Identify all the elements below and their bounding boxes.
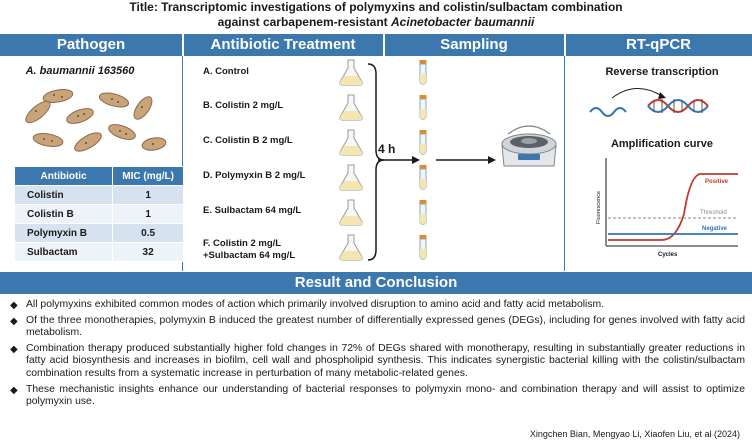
x-axis-label: Cycles — [658, 252, 678, 258]
header-pathogen: Pathogen — [56, 36, 126, 53]
flask-icon — [339, 164, 363, 191]
amplification-curve-chart: Positive Threshold Negative Cycles Fluor… — [596, 158, 738, 258]
positive-curve — [608, 173, 738, 241]
table-cell: Colistin B — [13, 204, 114, 224]
positive-label: Positive — [705, 179, 729, 185]
table-row: Colistin 1 — [13, 185, 184, 205]
bullet-text: Of the three monotherapies, polymyxin B … — [26, 314, 745, 339]
column-divider — [182, 56, 183, 271]
amplification-curve-label: Amplification curve — [610, 138, 714, 150]
header-divider — [383, 34, 385, 56]
bacterium-icon — [133, 96, 153, 120]
incubation-time: 4 h — [378, 142, 396, 156]
pathogen-name: A. baumannii 163560 — [25, 65, 135, 77]
conclusion-list: ◆ All polymyxins exhibited common modes o… — [10, 299, 745, 412]
diamond-bullet-icon: ◆ — [10, 343, 18, 355]
reverse-transcription-illustration — [589, 88, 709, 117]
centrifuge-icon — [501, 125, 557, 167]
table-row: Sulbactam 32 — [13, 242, 184, 262]
treatment-combination: F. Colistin 2 mg/L +Sulbactam 64 mg/L — [203, 238, 295, 262]
process-arrows — [367, 63, 496, 261]
title-line2: against carbapenem-resistant Acinetobact… — [0, 15, 752, 30]
treatment-combination-line2: +Sulbactam 64 mg/L — [203, 250, 296, 261]
diamond-bullet-icon: ◆ — [10, 315, 18, 327]
header-divider — [182, 34, 184, 271]
treatment-polymyxin-b: D. Polymyxin B 2 mg/L — [203, 170, 306, 181]
rna-strand-icon — [589, 107, 627, 117]
list-item: ◆ These mechanistic insights enhance our … — [10, 384, 745, 409]
list-item: ◆ Of the three monotherapies, polymyxin B… — [10, 315, 745, 340]
table-cell: Colistin — [13, 185, 114, 205]
reverse-transcription-label: Reverse transcription — [605, 66, 719, 78]
table-row: Colistin B 1 — [13, 204, 184, 224]
header-sampling: Sampling — [440, 36, 508, 53]
flask-icon — [339, 94, 363, 121]
table-row: Polymyxin B 0.5 — [13, 223, 184, 243]
treatment-colistin-b: C. Colistin B 2 mg/L — [203, 135, 293, 146]
y-axis-label: Fluorescence — [596, 191, 602, 224]
header-rtqpcr: RT-qPCR — [626, 36, 691, 53]
bullet-text: These mechanistic insights enhance our u… — [26, 383, 745, 408]
citation: Xingchen Bian, Mengyao Li, Xiaofen Liu, … — [529, 429, 740, 439]
treatment-combination-line1: F. Colistin 2 mg/L — [203, 238, 282, 249]
bullet-text: All polymyxins exhibited common modes of… — [26, 299, 605, 310]
mic-table: Antibiotic MIC (mg/L) Colistin 1 Colisti… — [13, 166, 184, 262]
bacterium-icon — [108, 124, 136, 140]
title-line1: Title: Transcriptomic investigations of … — [129, 0, 623, 14]
bacterium-icon — [66, 108, 94, 124]
list-item: ◆ Combination therapy produced substantia… — [10, 343, 745, 381]
bacterium-icon — [42, 89, 74, 103]
figure-title: Title: Transcriptomic investigations of … — [0, 0, 752, 30]
list-item: ◆ All polymyxins exhibited common modes o… — [10, 299, 745, 312]
bracket-icon — [367, 63, 385, 261]
bacterium-icon — [98, 92, 130, 108]
title-organism: Acinetobacter baumannii — [391, 15, 535, 29]
flask-icon — [339, 129, 363, 156]
header-divider — [564, 34, 566, 271]
treatment-control: A. Control — [203, 66, 249, 77]
diamond-bullet-icon: ◆ — [10, 300, 18, 311]
table-cell: 0.5 — [112, 223, 184, 243]
bacterium-icon — [25, 100, 51, 124]
header-antibiotic-treatment: Antibiotic Treatment — [210, 36, 356, 53]
bacterium-icon — [32, 133, 64, 147]
threshold-label: Threshold — [700, 210, 727, 216]
flask-icon — [339, 234, 363, 261]
column-divider — [564, 56, 565, 271]
bacteria-illustration — [25, 89, 167, 152]
title-line2-prefix: against carbapenem-resistant — [217, 15, 392, 29]
flask-icon — [339, 199, 363, 226]
flask-icon — [339, 59, 363, 86]
bullet-text: Combination therapy produced substantial… — [26, 342, 745, 379]
mic-table-header-antibiotic: Antibiotic — [13, 166, 114, 186]
bacterium-icon — [74, 132, 102, 152]
table-cell: Polymyxin B — [13, 223, 114, 243]
table-cell: 32 — [112, 242, 184, 262]
treatment-colistin: B. Colistin 2 mg/L — [203, 100, 284, 111]
negative-label: Negative — [702, 226, 728, 232]
table-cell: 1 — [112, 185, 184, 205]
dna-helix-icon — [647, 99, 709, 113]
mic-table-header-mic: MIC (mg/L) — [112, 166, 184, 186]
table-cell: Sulbactam — [13, 242, 114, 262]
treatment-sulbactam: E. Sulbactam 64 mg/L — [203, 205, 302, 216]
diamond-bullet-icon: ◆ — [10, 384, 18, 396]
result-header: Result and Conclusion — [0, 272, 752, 294]
table-cell: 1 — [112, 204, 184, 224]
